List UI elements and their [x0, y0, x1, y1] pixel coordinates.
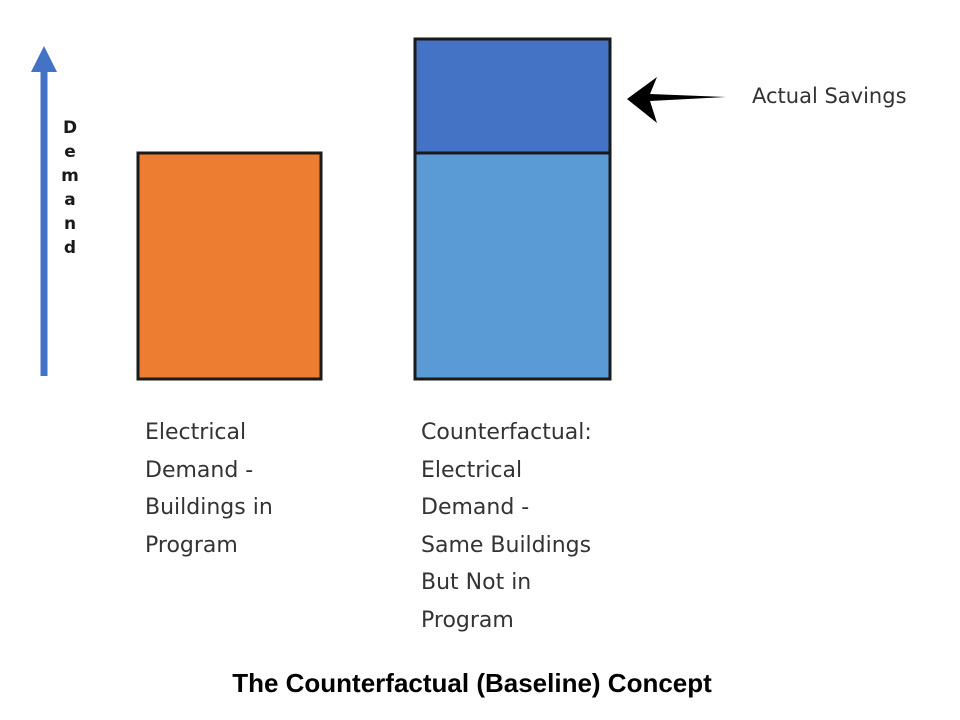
demand-axis-letter: D	[62, 118, 78, 138]
demand-axis-letter: m	[61, 166, 79, 186]
up-arrow-icon	[31, 46, 57, 72]
caption-line: Electrical	[421, 457, 523, 483]
counterfactual-demand-segment	[413, 151, 612, 381]
demand-axis	[31, 46, 57, 376]
counterfactual-bar	[413, 37, 612, 381]
demand-axis-letter: e	[64, 142, 76, 162]
caption-line: Demand -	[421, 495, 530, 520]
demand-axis-letter: a	[64, 190, 76, 210]
diagram-title: The Counterfactual (Baseline) Concept	[232, 668, 712, 698]
actual-savings-label: Actual Savings	[752, 84, 907, 108]
caption-line: But Not in	[421, 570, 532, 595]
caption-line: Same Buildings	[421, 532, 592, 558]
caption-line: Demand -	[145, 457, 254, 483]
caption-line: Counterfactual:	[421, 420, 592, 445]
caption-line: Buildings in	[145, 495, 273, 520]
demand-axis-letter: d	[63, 238, 77, 258]
caption-line: Electrical	[145, 420, 247, 445]
caption-line: Program	[145, 532, 238, 558]
program-demand-bar	[136, 151, 323, 381]
left-arrow-icon	[627, 77, 726, 123]
actual-savings-segment	[413, 37, 612, 155]
caption-line: Program	[421, 607, 514, 633]
demand-axis-letter: n	[63, 214, 77, 234]
